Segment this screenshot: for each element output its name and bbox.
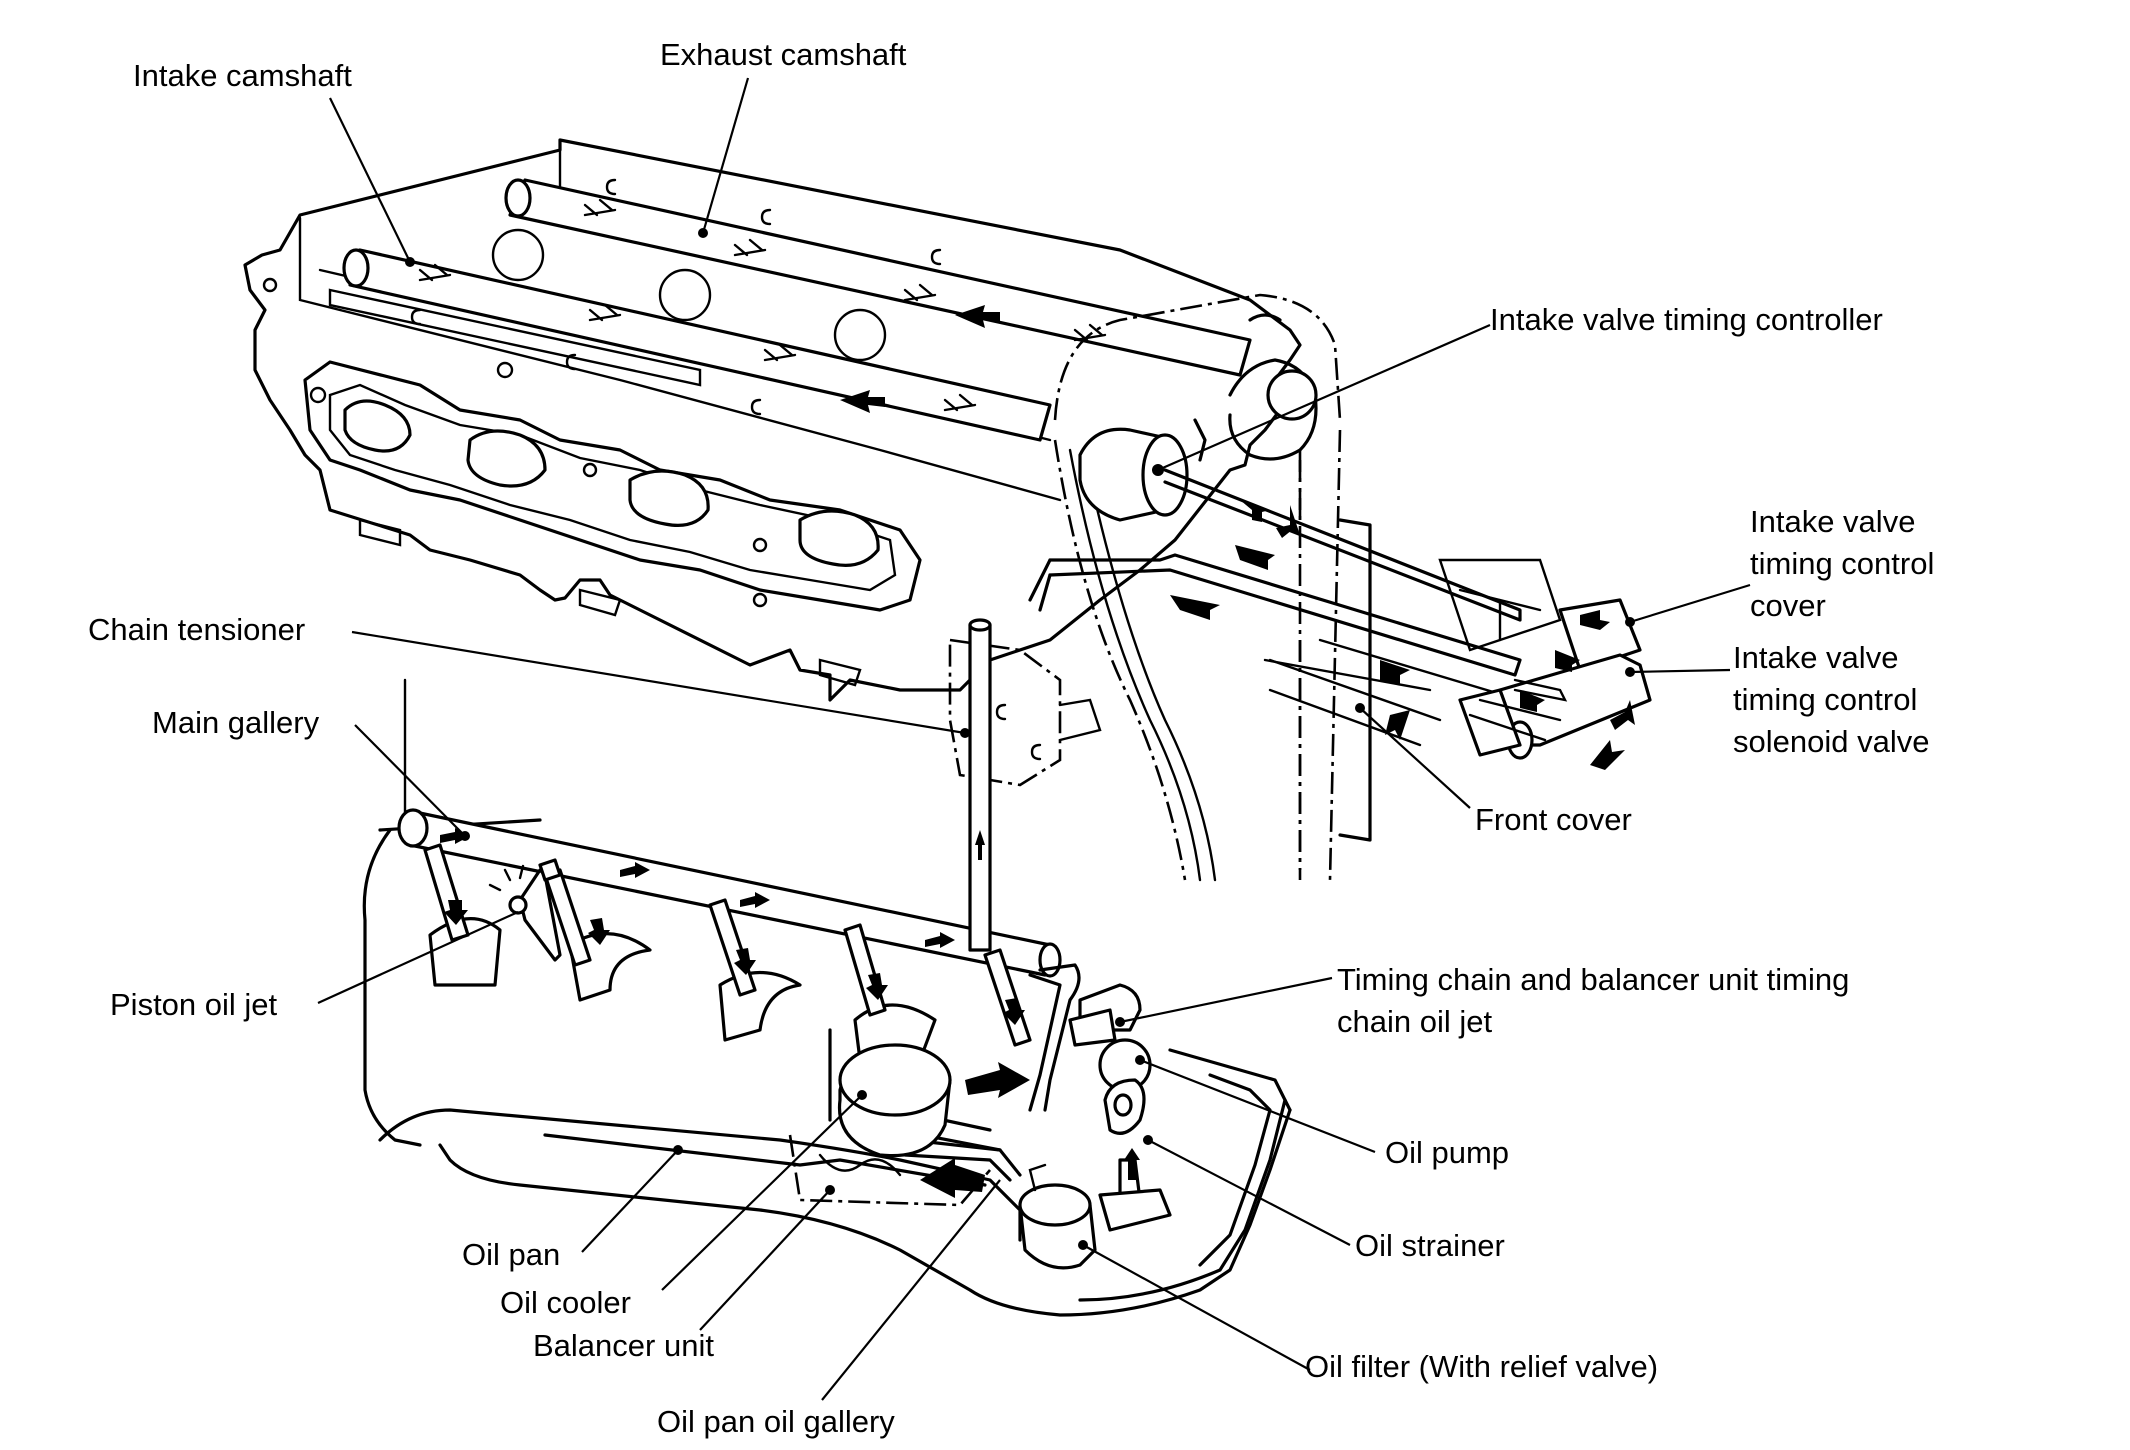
- leader-exhaust-camshaft: [701, 77, 750, 234]
- leader-dot: [1625, 667, 1635, 677]
- flow-arrow: [1235, 545, 1275, 570]
- flow-arrow: [1385, 710, 1410, 740]
- leader-piston-oil-jet: [317, 910, 519, 1005]
- leader-oil-cooler: [661, 1094, 863, 1291]
- leader-vtc-solenoid: [1629, 668, 1731, 674]
- flow-arrow: [1590, 740, 1625, 770]
- label-main-gallery: Main gallery: [152, 705, 320, 740]
- flow-arrow: [840, 390, 885, 413]
- leader-dot: [1078, 1240, 1088, 1250]
- leader-oil-pan: [581, 1149, 679, 1253]
- intake-valve-timing-controller-body: [1078, 427, 1189, 522]
- flow-arrow: [1240, 500, 1270, 522]
- timing-chain-housing: [1053, 293, 1342, 882]
- cylinder-head: [243, 138, 1302, 702]
- leader-vtc-cover: [1629, 583, 1751, 624]
- label-ivt-cover-line1: Intake valve: [1750, 504, 1915, 539]
- flow-arrow: [975, 830, 985, 860]
- label-oil-pump: Oil pump: [1385, 1135, 1509, 1170]
- vtc-solenoid-valve-body: [1458, 598, 1652, 760]
- label-oil-cooler: Oil cooler: [500, 1285, 631, 1320]
- chain-tensioner-body: [948, 638, 1102, 787]
- leader-balancer-unit: [699, 1189, 831, 1331]
- leader-vtc: [1157, 323, 1491, 472]
- flow-arrows: [440, 305, 1635, 1198]
- leader-dot: [698, 228, 708, 238]
- leader-main-gallery: [354, 724, 466, 837]
- flow-arrow: [1170, 595, 1220, 620]
- label-ivt-cover-line3: cover: [1750, 588, 1826, 623]
- exhaust-camshaft: [491, 178, 1252, 377]
- flow-arrow: [920, 1158, 985, 1198]
- leader-dot: [1625, 617, 1635, 627]
- label-oil-pan-oil-gallery: Oil pan oil gallery: [657, 1404, 895, 1439]
- label-ivt-solenoid-line1: Intake valve: [1733, 640, 1898, 675]
- riser-pipe: [968, 618, 992, 952]
- flow-arrow: [1380, 660, 1410, 685]
- label-oil-strainer: Oil strainer: [1355, 1228, 1505, 1263]
- flow-arrow: [1276, 505, 1300, 538]
- leader-timing-chain-jet: [1119, 976, 1333, 1024]
- flow-arrow: [965, 1062, 1030, 1098]
- flow-arrow: [1580, 610, 1610, 630]
- flow-arrow: [955, 305, 1000, 328]
- leader-dot: [825, 1185, 835, 1195]
- oil-cooler-body: [837, 1043, 952, 1158]
- leader-front-cover: [1359, 707, 1471, 809]
- flow-arrow: [444, 900, 468, 925]
- leader-dot: [673, 1145, 683, 1155]
- leader-oil-strainer: [1147, 1139, 1351, 1246]
- leader-oil-filter: [1082, 1244, 1311, 1371]
- leader-oil-pump: [1139, 1058, 1376, 1154]
- flow-arrow: [588, 918, 610, 945]
- leader-dot: [1143, 1135, 1153, 1145]
- label-chain-tensioner: Chain tensioner: [88, 612, 305, 647]
- flow-arrow: [1124, 1148, 1140, 1180]
- flow-arrow: [925, 932, 955, 948]
- label-exhaust-camshaft: Exhaust camshaft: [660, 37, 907, 72]
- label-ivt-cover-line2: timing control: [1750, 546, 1934, 581]
- oil-filter-body: [1018, 1163, 1097, 1270]
- leader-dot: [1135, 1055, 1145, 1065]
- label-oil-pan: Oil pan: [462, 1237, 560, 1272]
- label-ivt-solenoid-line2: timing control: [1733, 682, 1917, 717]
- leader-intake-camshaft: [329, 97, 411, 263]
- leader-dot: [460, 831, 470, 841]
- vtc-oil-passages: [1028, 460, 1562, 870]
- flow-arrow: [734, 948, 756, 975]
- label-oil-filter: Oil filter (With relief valve): [1305, 1349, 1658, 1384]
- flow-arrow: [620, 862, 650, 878]
- label-intake-valve-timing-controller: Intake valve timing controller: [1490, 302, 1883, 337]
- leader-dot: [1355, 703, 1365, 713]
- flow-arrow: [740, 892, 770, 908]
- leader-chain-tensioner: [351, 630, 966, 735]
- intake-camshaft: [342, 248, 1052, 442]
- leader-lines: [317, 77, 1751, 1401]
- label-intake-camshaft: Intake camshaft: [133, 58, 352, 93]
- leader-dot: [1115, 1017, 1125, 1027]
- flow-arrow: [1555, 650, 1580, 672]
- label-piston-oil-jet: Piston oil jet: [110, 987, 278, 1022]
- leader-dot: [405, 257, 415, 267]
- flow-arrow: [1610, 700, 1635, 730]
- label-timing-chain-jet-line1: Timing chain and balancer unit timing: [1337, 962, 1849, 997]
- label-ivt-solenoid-line3: solenoid valve: [1733, 724, 1929, 759]
- flow-arrow: [1520, 690, 1545, 712]
- label-front-cover: Front cover: [1475, 802, 1632, 837]
- label-balancer-unit: Balancer unit: [533, 1328, 714, 1363]
- flow-arrow: [866, 973, 888, 1000]
- labels: Intake camshaft Exhaust camshaft Intake …: [88, 37, 1934, 1439]
- flow-arrow: [1003, 998, 1025, 1025]
- label-timing-chain-jet-line2: chain oil jet: [1337, 1004, 1492, 1039]
- leader-oil-pan-oil-gallery: [821, 1179, 1001, 1401]
- leader-dot: [960, 728, 970, 738]
